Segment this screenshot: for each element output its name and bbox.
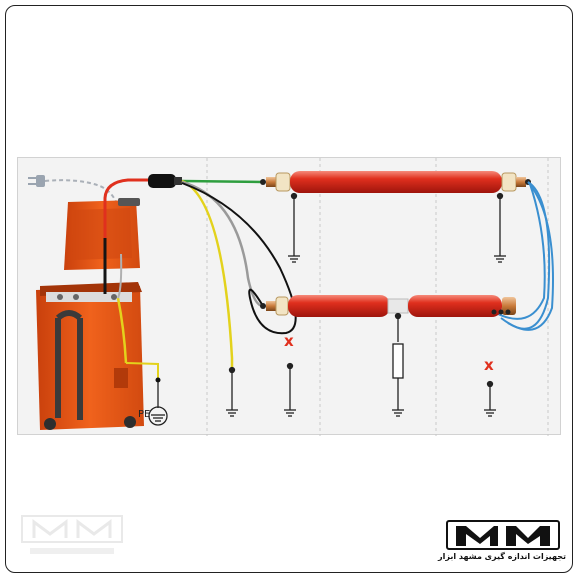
blue-return-wires (495, 181, 554, 331)
logo-emblem (446, 520, 560, 550)
lead-wires (103, 178, 159, 380)
logo-mark-icon (456, 526, 550, 546)
fault-mark-left: x (284, 332, 294, 350)
cable-top (260, 171, 531, 193)
conductor-wires (181, 179, 297, 370)
cable-bottom (260, 295, 516, 317)
watermark-logo (21, 515, 123, 554)
power-plug-icon (28, 175, 121, 219)
diagram-canvas: PE (28, 158, 554, 436)
pe-label: PE (138, 409, 150, 420)
logo-caption: تجهیزات اندازه گیری مشهد ابزار (438, 552, 566, 561)
ground-symbols (226, 192, 506, 417)
splitter-clamp (148, 174, 182, 188)
fault-mark-right: x (484, 356, 494, 374)
test-device (36, 198, 144, 430)
fault-resistor (392, 343, 404, 379)
pe-ground: PE (138, 377, 168, 426)
cable-test-diagram: PE (17, 157, 561, 436)
company-logo: تجهیزات اندازه گیری مشهد ابزار (438, 518, 566, 568)
image-frame (5, 5, 573, 573)
